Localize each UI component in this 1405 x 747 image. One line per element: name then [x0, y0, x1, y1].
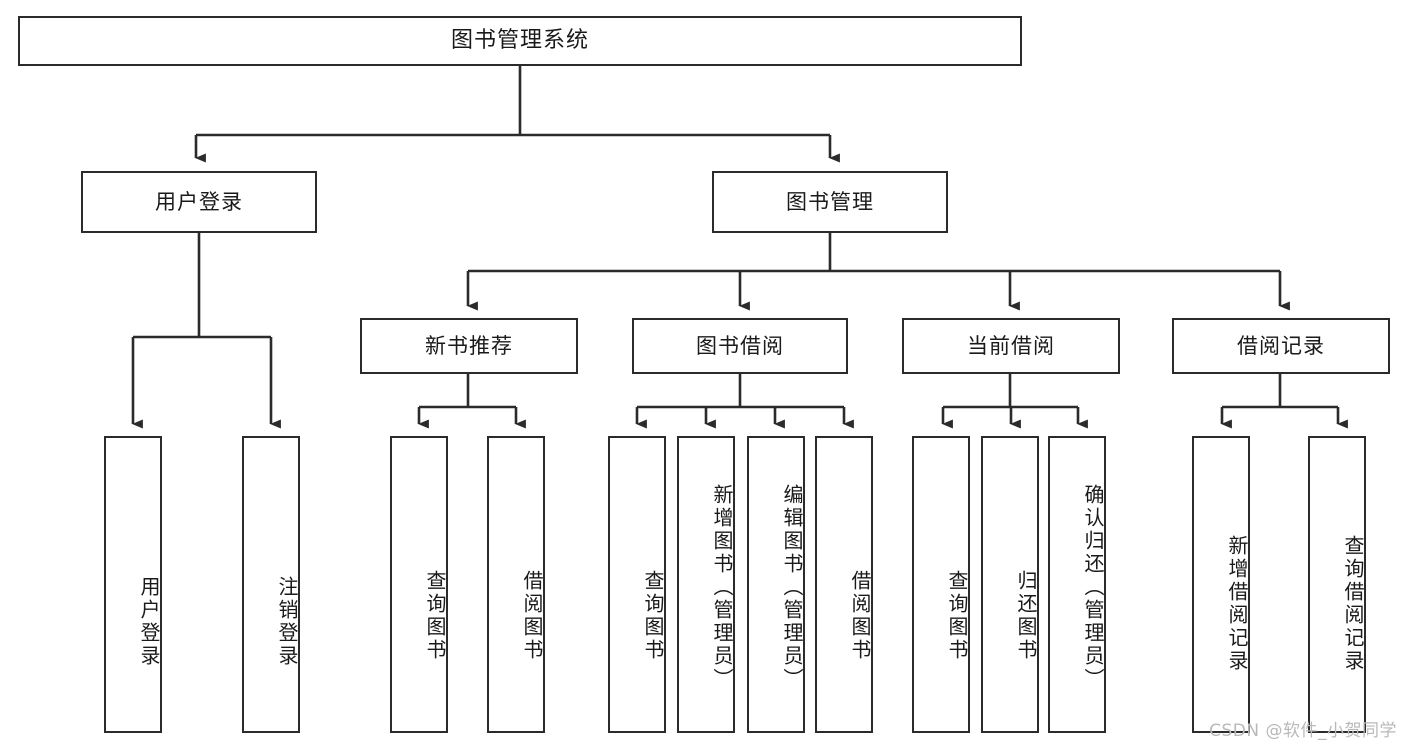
leaf-borrow-record-query-record[interactable]: 查询借阅记录 [1308, 436, 1366, 733]
leaf-new-book-borrow-book[interactable]: 借阅图书 [487, 436, 545, 733]
leaf-new-book-query-book-label: 查询图书 [423, 569, 447, 662]
node-root-system-label: 图书管理系统 [450, 28, 589, 54]
node-root-system[interactable]: 图书管理系统 [18, 16, 1022, 66]
leaf-book-borrow-add-book[interactable]: 新增图书（管理员） [677, 436, 735, 733]
node-current-borrow-label: 当前借阅 [967, 333, 1055, 358]
leaf-user-login-login-label: 用户登录 [137, 576, 161, 668]
leaf-book-borrow-borrow-book-label: 借阅图书 [848, 569, 872, 662]
leaf-current-borrow-confirm-return-label: 确认归还（管理员） [1081, 484, 1105, 691]
leaf-borrow-record-add-record[interactable]: 新增借阅记录 [1192, 436, 1250, 733]
csdn-watermark: CSDN @软件_小贺同学 [1209, 721, 1397, 741]
node-borrow-record[interactable]: 借阅记录 [1172, 318, 1390, 374]
node-new-book-recommend[interactable]: 新书推荐 [360, 318, 578, 374]
leaf-borrow-record-query-record-label: 查询借阅记录 [1341, 534, 1365, 673]
leaf-book-borrow-add-book-label: 新增图书（管理员） [710, 484, 734, 691]
leaf-new-book-borrow-book-label: 借阅图书 [520, 569, 544, 662]
leaf-new-book-query-book[interactable]: 查询图书 [390, 436, 448, 733]
leaf-user-login-logout[interactable]: 注销登录 [242, 436, 300, 733]
leaf-user-login-logout-label: 注销登录 [275, 576, 299, 668]
leaf-current-borrow-query-book[interactable]: 查询图书 [912, 436, 970, 733]
node-book-management-label: 图书管理 [786, 189, 874, 214]
node-book-borrow[interactable]: 图书借阅 [632, 318, 848, 374]
leaf-current-borrow-return-book[interactable]: 归还图书 [981, 436, 1039, 733]
leaf-borrow-record-add-record-label: 新增借阅记录 [1225, 534, 1249, 673]
leaf-book-borrow-edit-book-label: 编辑图书（管理员） [780, 484, 804, 691]
node-book-borrow-label: 图书借阅 [696, 333, 784, 358]
leaf-book-borrow-query-book-label: 查询图书 [641, 569, 665, 662]
leaf-current-borrow-confirm-return[interactable]: 确认归还（管理员） [1048, 436, 1106, 733]
leaf-book-borrow-borrow-book[interactable]: 借阅图书 [815, 436, 873, 733]
leaf-book-borrow-query-book[interactable]: 查询图书 [608, 436, 666, 733]
node-current-borrow[interactable]: 当前借阅 [902, 318, 1120, 374]
leaf-current-borrow-query-book-label: 查询图书 [945, 569, 969, 662]
leaf-user-login-login[interactable]: 用户登录 [104, 436, 162, 733]
leaf-book-borrow-edit-book[interactable]: 编辑图书（管理员） [747, 436, 805, 733]
node-book-management[interactable]: 图书管理 [712, 171, 948, 233]
node-borrow-record-label: 借阅记录 [1237, 333, 1325, 358]
node-new-book-recommend-label: 新书推荐 [425, 333, 513, 358]
leaf-current-borrow-return-book-label: 归还图书 [1014, 569, 1038, 662]
node-user-login-label: 用户登录 [155, 189, 243, 214]
node-user-login[interactable]: 用户登录 [81, 171, 317, 233]
